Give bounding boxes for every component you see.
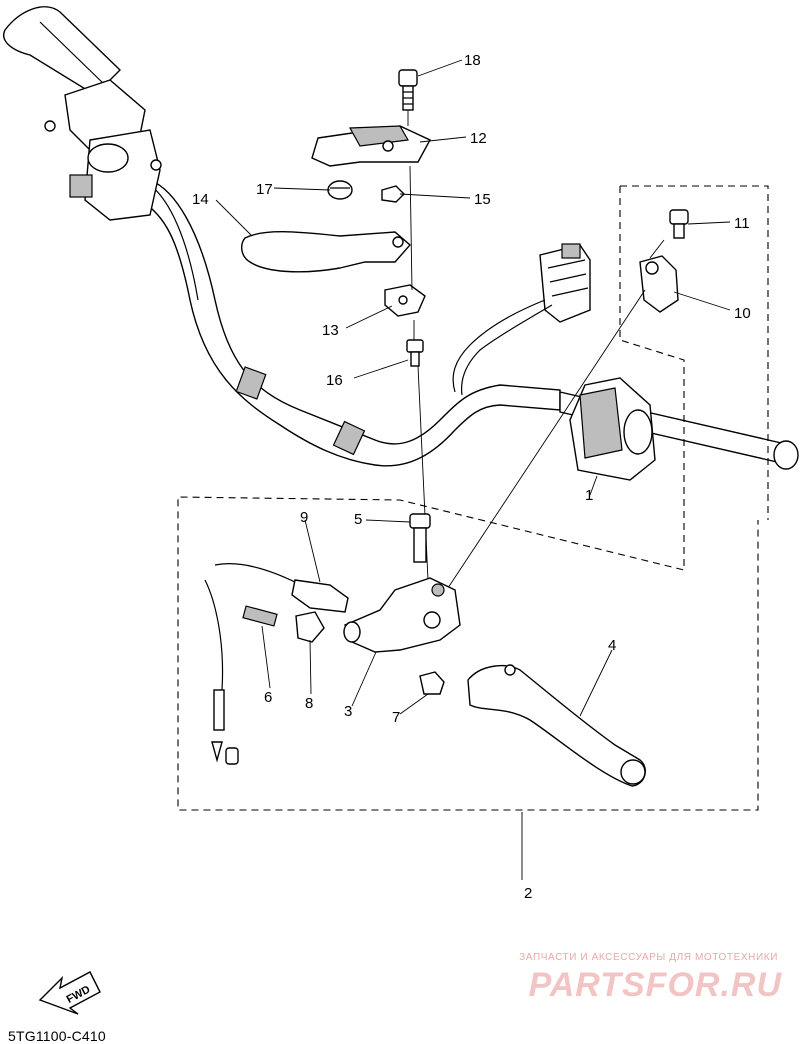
callout-7: 7: [392, 709, 400, 726]
bolt-15: [381, 185, 405, 203]
fwd-arrow-icon: FWD: [38, 971, 101, 1015]
right-switch-1: [569, 377, 656, 481]
callout-16: 16: [326, 372, 343, 389]
assembly-axis: [407, 110, 429, 581]
callout-8: 8: [305, 695, 313, 712]
watermark-tagline: ЗАПЧАСТИ И АКСЕССУАРЫ ДЛЯ МОТОТЕХНИКИ: [519, 952, 778, 963]
callout-9: 9: [300, 509, 308, 526]
leader-lines: [215, 59, 731, 880]
callout-3: 3: [344, 703, 352, 720]
callout-6: 6: [264, 689, 272, 706]
screw-11: [669, 209, 689, 239]
callout-11: 11: [734, 215, 750, 232]
lever-14: [241, 231, 411, 273]
bolt-18: [398, 69, 418, 111]
callout-2: 2: [524, 885, 532, 902]
callout-1: 1: [585, 487, 593, 504]
nut-7: [419, 671, 445, 695]
callout-17: 17: [256, 181, 273, 198]
callout-18: 18: [464, 52, 481, 69]
locknut-8: [295, 611, 325, 643]
left-grip-assembly: [3, 6, 162, 221]
switch-group-box: [177, 185, 769, 811]
plate-13: [384, 284, 426, 317]
callouts: 1 2 3 4 5 6 7 8 9 10 11 12 13 14 15 16 1…: [192, 52, 751, 902]
holder-10: [639, 255, 679, 313]
watermark-brand: PARTSFOR.RU: [528, 966, 782, 1004]
holder-axis: [439, 239, 665, 601]
screw-16: [406, 339, 424, 367]
connector-switch: [452, 243, 591, 396]
callout-10: 10: [734, 305, 751, 322]
cap-17: [327, 180, 353, 200]
bolt-5: [409, 513, 431, 563]
lever-holder-3: [343, 577, 461, 653]
callout-15: 15: [474, 191, 491, 208]
callout-12: 12: [470, 130, 487, 147]
callout-5: 5: [354, 511, 362, 528]
callout-4: 4: [608, 637, 616, 654]
callout-14: 14: [192, 191, 209, 208]
clutch-lever-4: [467, 664, 646, 787]
bracket-12: [311, 125, 431, 167]
switch-9: [204, 563, 349, 765]
callout-13: 13: [322, 322, 339, 339]
drawing-code: 5TG1100-C410: [8, 1028, 106, 1044]
adjuster-6: [242, 605, 278, 627]
